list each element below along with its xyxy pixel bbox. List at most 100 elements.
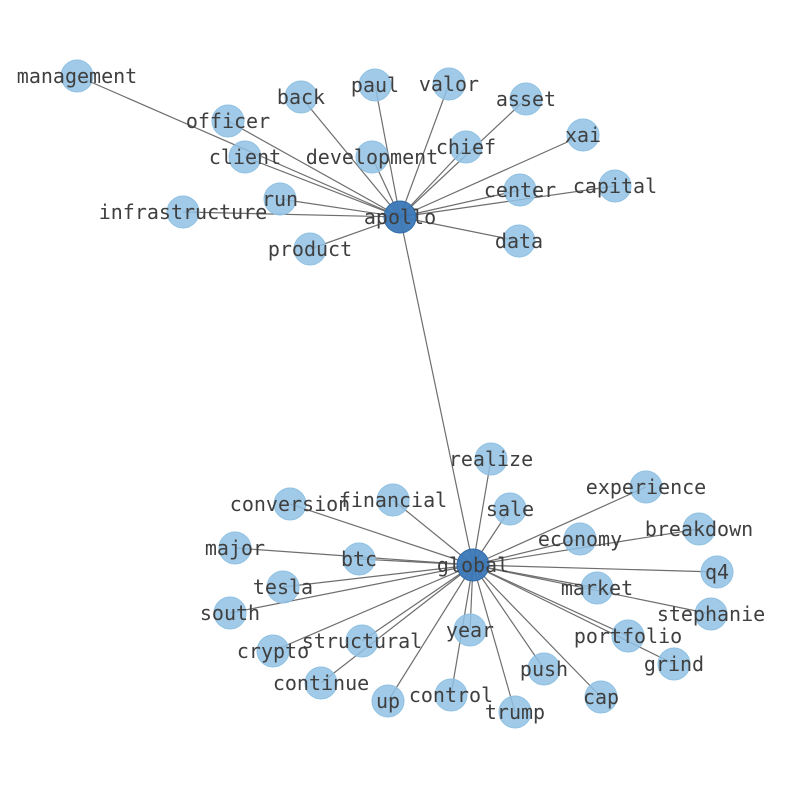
node-label-global: global (437, 553, 509, 577)
node-trump (498, 695, 532, 729)
node-up (371, 684, 405, 718)
edge-apollo-infrastructure (182, 211, 401, 218)
node-global (456, 548, 490, 582)
node-label-structural: structural (302, 629, 422, 653)
node-year (453, 613, 487, 647)
node-capital (598, 169, 632, 203)
node-label-officer: officer (186, 109, 270, 133)
edge-global-financial (392, 499, 474, 566)
node-label-product: product (268, 237, 352, 261)
node-paul (358, 68, 392, 102)
node-label-financial: financial (339, 488, 447, 512)
edge-global-portfolio (472, 564, 629, 637)
node-label-crypto: crypto (237, 639, 309, 663)
node-label-year: year (446, 618, 494, 642)
node-breakdown (682, 512, 716, 546)
node-label-asset: asset (496, 87, 556, 111)
edge-global-conversion (289, 503, 474, 566)
edge-global-cap (472, 564, 602, 698)
node-label-q4: q4 (705, 560, 729, 584)
node-label-portfolio: portfolio (574, 624, 682, 648)
edge-apollo-global (399, 216, 474, 566)
node-apollo (383, 200, 417, 234)
node-label-infrastructure: infrastructure (99, 200, 268, 224)
node-label-apollo: apollo (364, 205, 436, 229)
node-sale (493, 492, 527, 526)
edge-apollo-capital (399, 185, 616, 218)
node-label-btc: btc (341, 547, 377, 571)
node-back (284, 80, 318, 114)
node-label-up: up (376, 689, 400, 713)
edge-global-push (472, 564, 545, 670)
edge-global-tesla (282, 564, 474, 588)
node-q4 (700, 555, 734, 589)
edge-global-trump (472, 564, 516, 713)
node-label-paul: paul (351, 73, 399, 97)
node-infrastructure (166, 195, 200, 229)
node-market (580, 571, 614, 605)
node-run (263, 182, 297, 216)
node-label-realize: realize (449, 447, 533, 471)
node-label-south: south (200, 601, 260, 625)
node-south (213, 596, 247, 630)
node-label-chief: chief (436, 135, 496, 159)
edge-global-grind (472, 564, 675, 665)
edge-apollo-officer (227, 120, 401, 218)
node-label-back: back (277, 85, 325, 109)
node-development (355, 140, 389, 174)
edge-global-crypto (272, 564, 474, 652)
node-financial (376, 483, 410, 517)
node-control (434, 678, 468, 712)
node-center (503, 173, 537, 207)
edge-global-q4 (472, 564, 718, 573)
node-label-breakdown: breakdown (645, 517, 753, 541)
node-management (60, 59, 94, 93)
edge-global-realize (472, 458, 492, 566)
node-btc (342, 542, 376, 576)
edge-apollo-paul (374, 84, 401, 218)
node-push (527, 652, 561, 686)
node-label-capital: capital (573, 174, 657, 198)
edge-global-south (229, 564, 474, 614)
node-major (218, 531, 252, 565)
node-experience (629, 470, 663, 504)
node-label-major: major (205, 536, 265, 560)
edge-global-experience (472, 486, 647, 566)
edge-apollo-back (300, 96, 401, 218)
edge-global-btc (358, 558, 474, 566)
node-portfolio (611, 619, 645, 653)
node-label-stephanie: stephanie (657, 602, 765, 626)
node-stephanie (694, 597, 728, 631)
node-label-push: push (520, 657, 568, 681)
edge-global-continue (320, 564, 474, 684)
node-label-experience: experience (586, 475, 706, 499)
node-label-run: run (262, 187, 298, 211)
node-label-valor: valor (419, 72, 479, 96)
node-realize (474, 442, 508, 476)
node-product (293, 232, 327, 266)
edge-apollo-center (399, 189, 521, 218)
node-structural (345, 624, 379, 658)
edge-apollo-run (279, 198, 401, 218)
node-economy (563, 522, 597, 556)
node-label-center: center (484, 178, 556, 202)
node-label-data: data (495, 229, 543, 253)
edge-apollo-valor (399, 83, 450, 218)
edge-global-structural (361, 564, 474, 642)
edge-apollo-xai (399, 134, 584, 218)
node-tesla (266, 570, 300, 604)
node-client (228, 140, 262, 174)
node-asset (509, 82, 543, 116)
node-label-grind: grind (644, 652, 704, 676)
node-xai (566, 118, 600, 152)
node-label-sale: sale (486, 497, 534, 521)
node-valor (432, 67, 466, 101)
node-label-trump: trump (485, 700, 545, 724)
graph-nodes (60, 59, 734, 729)
node-label-tesla: tesla (253, 575, 313, 599)
node-officer (211, 104, 245, 138)
node-label-xai: xai (565, 123, 601, 147)
node-label-development: development (306, 145, 438, 169)
